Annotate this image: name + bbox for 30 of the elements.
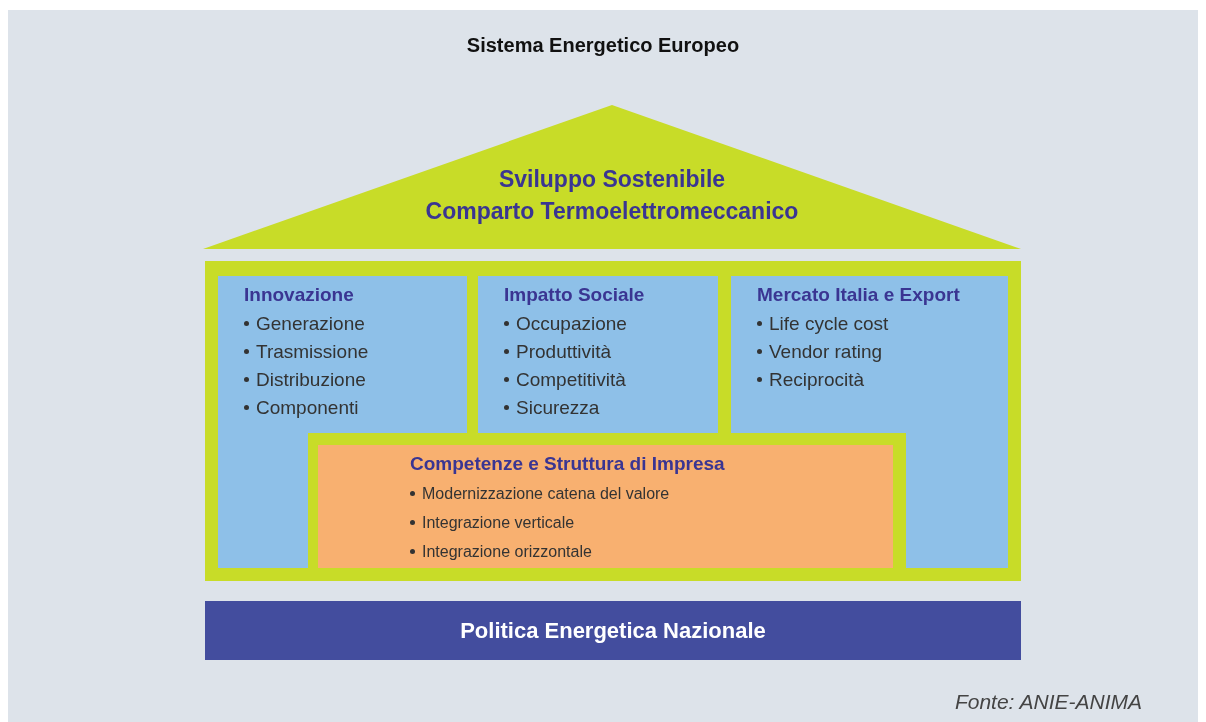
bullet-item: Produttività — [504, 338, 718, 366]
bullet-item: Occupazione — [504, 310, 718, 338]
source-caption: Fonte: ANIE-ANIMA — [954, 689, 1142, 715]
pillar-box — [218, 276, 467, 433]
frame-panel — [205, 261, 1021, 581]
diagram-title: Sistema Energetico Europeo — [465, 33, 741, 58]
bullet-item: Generazione — [244, 310, 467, 338]
pillar-heading: Innovazione — [244, 283, 355, 307]
bullet-item: Modernizzazione catena del valore — [410, 479, 893, 508]
bullet-item: Integrazione verticale — [410, 508, 893, 537]
bullet-item: Sicurezza — [504, 394, 718, 422]
bullet-item: Distribuzione — [244, 366, 467, 394]
roof-heading: Sviluppo Sostenibile — [498, 165, 726, 194]
bullet-item: Trasmissione — [244, 338, 467, 366]
bullet-item: Vendor rating — [757, 338, 1008, 366]
bullet-item: Reciprocità — [757, 366, 1008, 394]
pillar-heading: Mercato Italia e Export — [757, 283, 961, 307]
pillar-extension — [906, 433, 1008, 568]
bullet-item: Componenti — [244, 394, 467, 422]
roof-triangle — [203, 105, 1021, 249]
pillar-box — [731, 276, 1008, 433]
foundation-heading: Competenze e Struttura di Impresa — [410, 452, 726, 476]
bullet-item: Competitività — [504, 366, 718, 394]
bullet-item: Life cycle cost — [757, 310, 1008, 338]
pillar-heading: Impatto Sociale — [504, 283, 646, 307]
base-bar: Politica Energetica Nazionale — [205, 601, 1021, 660]
roof-heading: Comparto Termoelettromeccanico — [425, 197, 799, 226]
pillar-extension — [218, 433, 308, 568]
bullet-item: Integrazione orizzontale — [410, 537, 893, 566]
pillar-box — [478, 276, 718, 433]
